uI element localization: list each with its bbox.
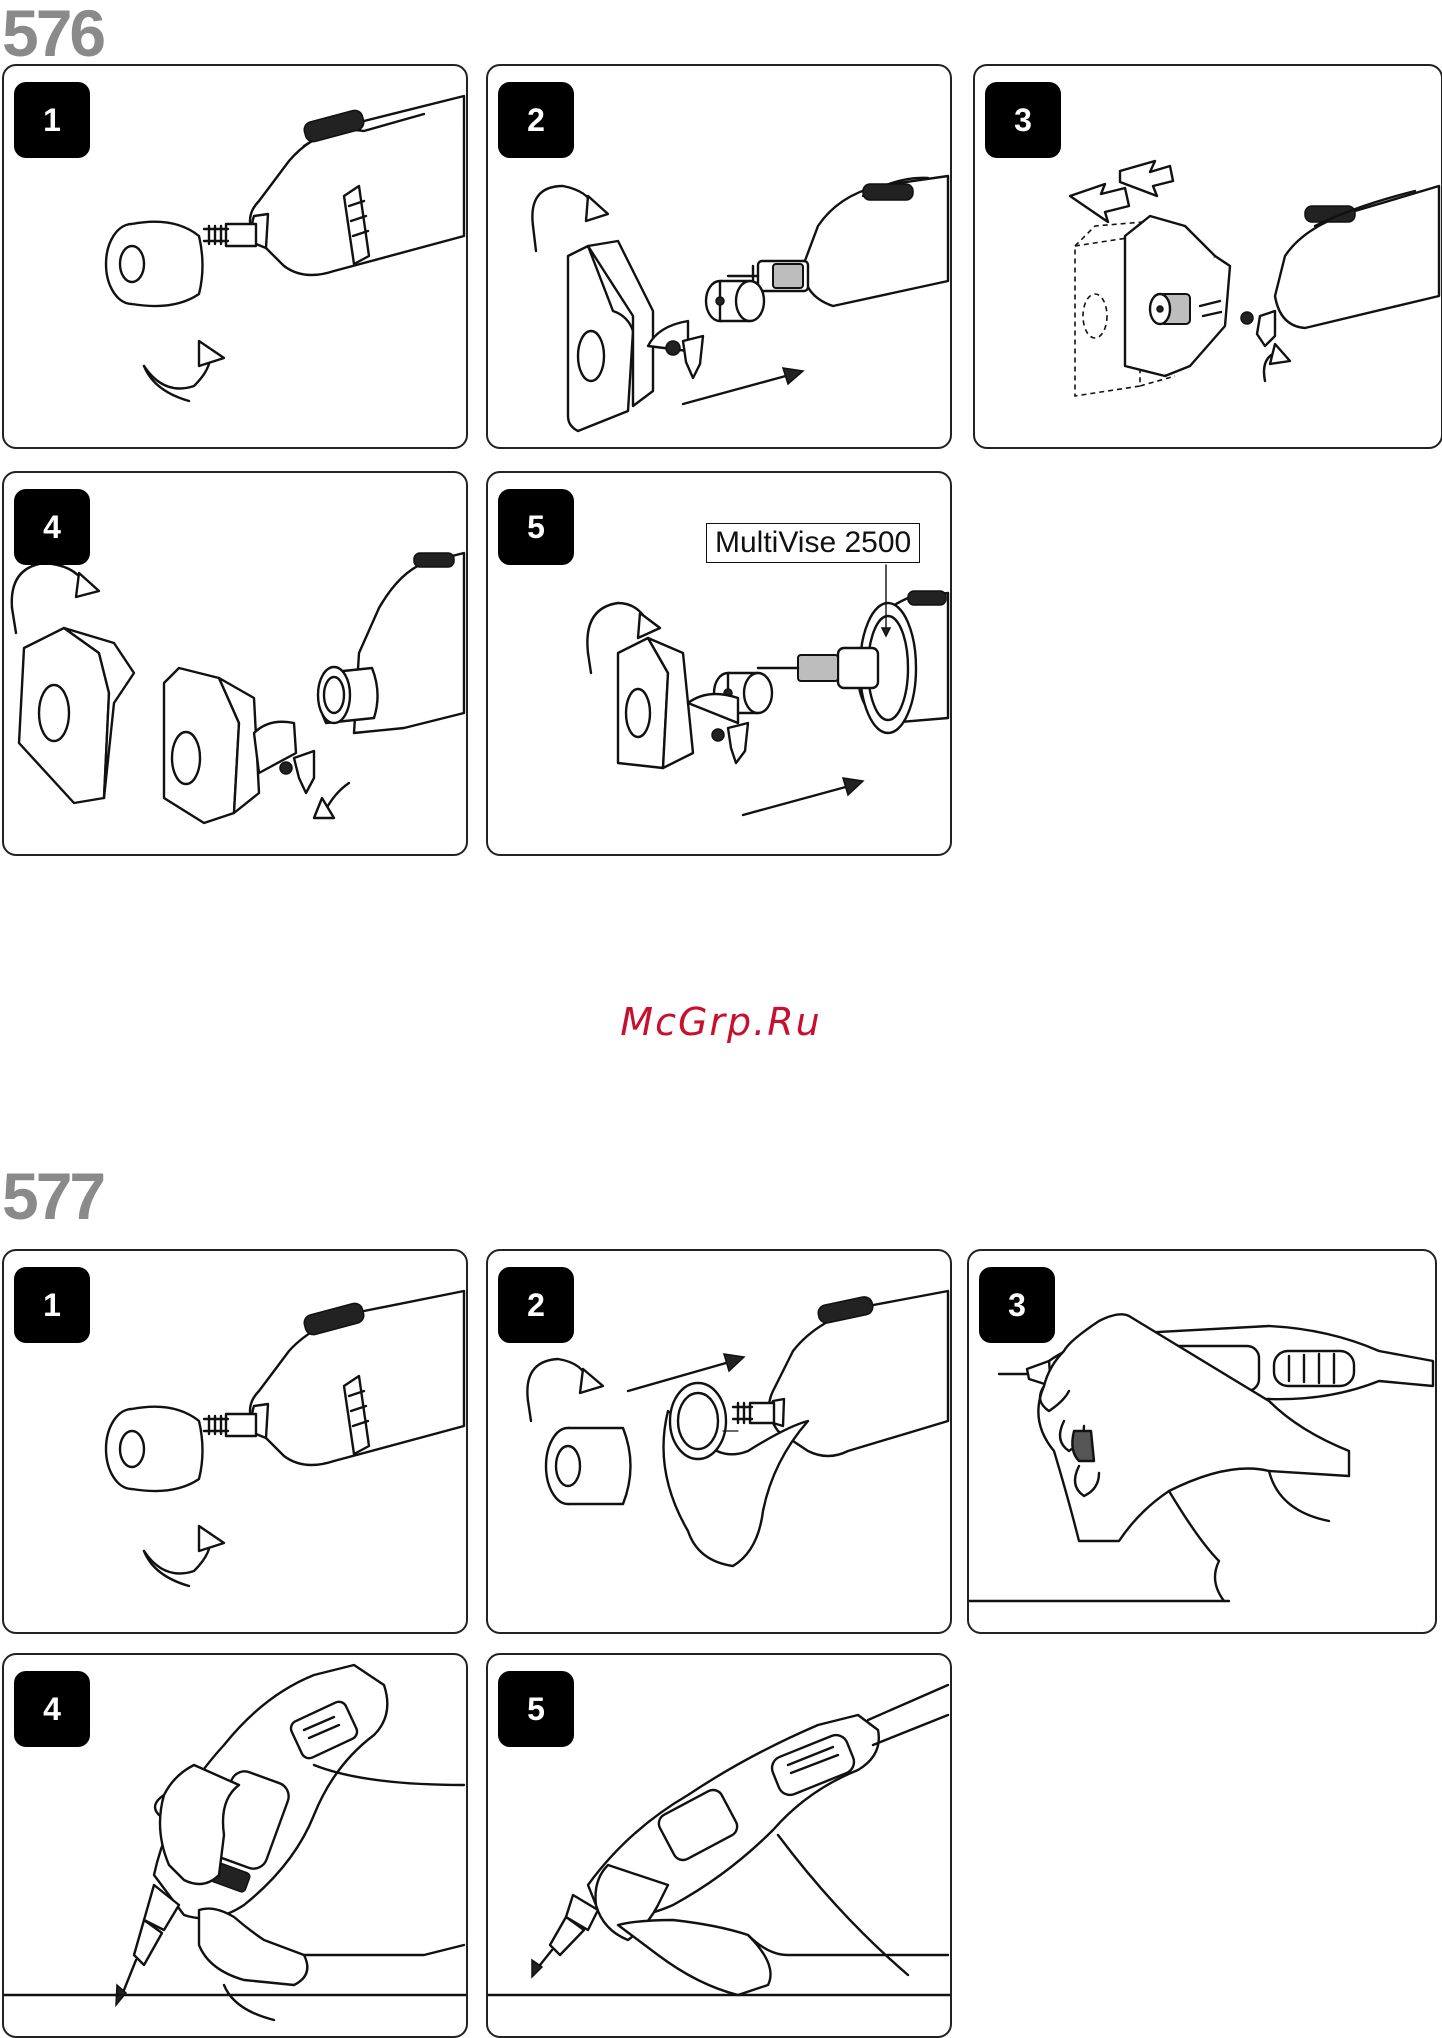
section-number-576: 576 bbox=[2, 0, 103, 66]
step-badge-3: 3 bbox=[985, 82, 1061, 158]
panel-577-step-2: 2 bbox=[486, 1249, 952, 1634]
step-badge-2: 2 bbox=[498, 1267, 574, 1343]
watermark-text: McGrp.Ru bbox=[0, 1000, 1442, 1044]
panel-576-step-4: 4 bbox=[2, 471, 468, 856]
panel-576-step-2: 2 bbox=[486, 64, 952, 449]
step-badge-1: 1 bbox=[14, 82, 90, 158]
step-badge-1: 1 bbox=[14, 1267, 90, 1343]
step-badge-3: 3 bbox=[979, 1267, 1055, 1343]
multivise-callout-label: MultiVise 2500 bbox=[706, 523, 920, 563]
section-number-577: 577 bbox=[2, 1163, 103, 1229]
panel-577-step-3: 3 bbox=[967, 1249, 1437, 1634]
panel-576-step-1: 1 bbox=[2, 64, 468, 449]
step-badge-4: 4 bbox=[14, 1671, 90, 1747]
step-badge-2: 2 bbox=[498, 82, 574, 158]
step-badge-5: 5 bbox=[498, 1671, 574, 1747]
panel-576-step-3: 3 bbox=[973, 64, 1442, 449]
panel-577-step-5: 5 bbox=[486, 1653, 952, 2038]
panel-577-step-4: 4 bbox=[2, 1653, 468, 2038]
panel-577-step-1: 1 bbox=[2, 1249, 468, 1634]
panel-576-step-5: 5 MultiVise 2500 bbox=[486, 471, 952, 856]
step-badge-5: 5 bbox=[498, 489, 574, 565]
step-badge-4: 4 bbox=[14, 489, 90, 565]
